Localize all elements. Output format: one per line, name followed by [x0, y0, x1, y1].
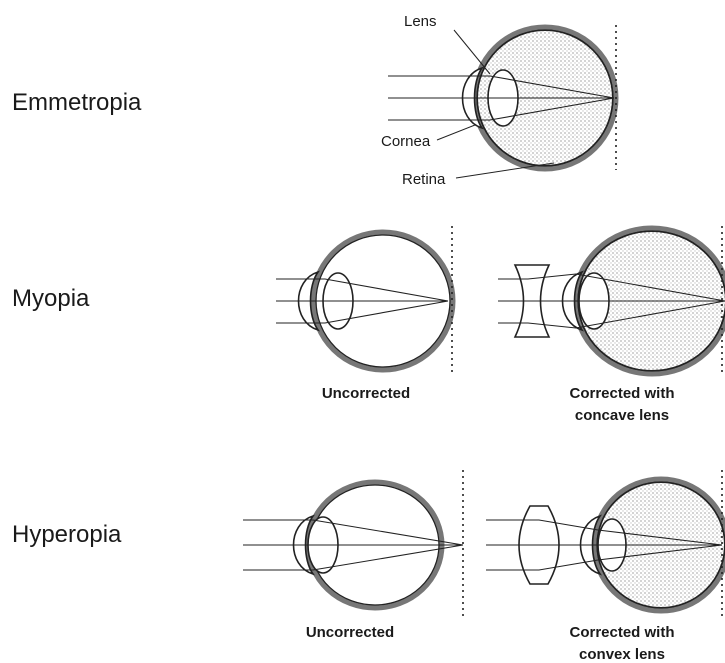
- leader-line-lens: [454, 30, 490, 74]
- caption-corrected-line1: Corrected with: [569, 385, 674, 402]
- emmetropia-eye: Lens Cornea Retina: [381, 13, 616, 188]
- caption-corrected-line2: convex lens: [579, 646, 665, 663]
- callout-retina: Retina: [402, 171, 446, 188]
- caption-uncorrected: Uncorrected: [306, 624, 394, 641]
- leader-line-cornea: [437, 125, 475, 140]
- hyperopia-corrected-eye: Corrected with convex lens: [486, 470, 725, 663]
- caption-corrected-line2: concave lens: [575, 407, 669, 424]
- light-ray: [243, 520, 463, 545]
- callout-lens: Lens: [404, 13, 437, 30]
- caption-uncorrected: Uncorrected: [322, 385, 410, 402]
- caption-corrected-line1: Corrected with: [569, 624, 674, 641]
- myopia-uncorrected-eye: Uncorrected: [276, 226, 453, 402]
- myopia-corrected-eye: Corrected with concave lens: [498, 226, 725, 424]
- row-label-hyperopia: Hyperopia: [12, 521, 122, 548]
- row-label-myopia: Myopia: [12, 285, 90, 312]
- row-label-emmetropia: Emmetropia: [12, 89, 142, 116]
- light-ray: [243, 545, 463, 570]
- hyperopia-uncorrected-eye: Uncorrected: [243, 470, 463, 641]
- callout-cornea: Cornea: [381, 133, 431, 150]
